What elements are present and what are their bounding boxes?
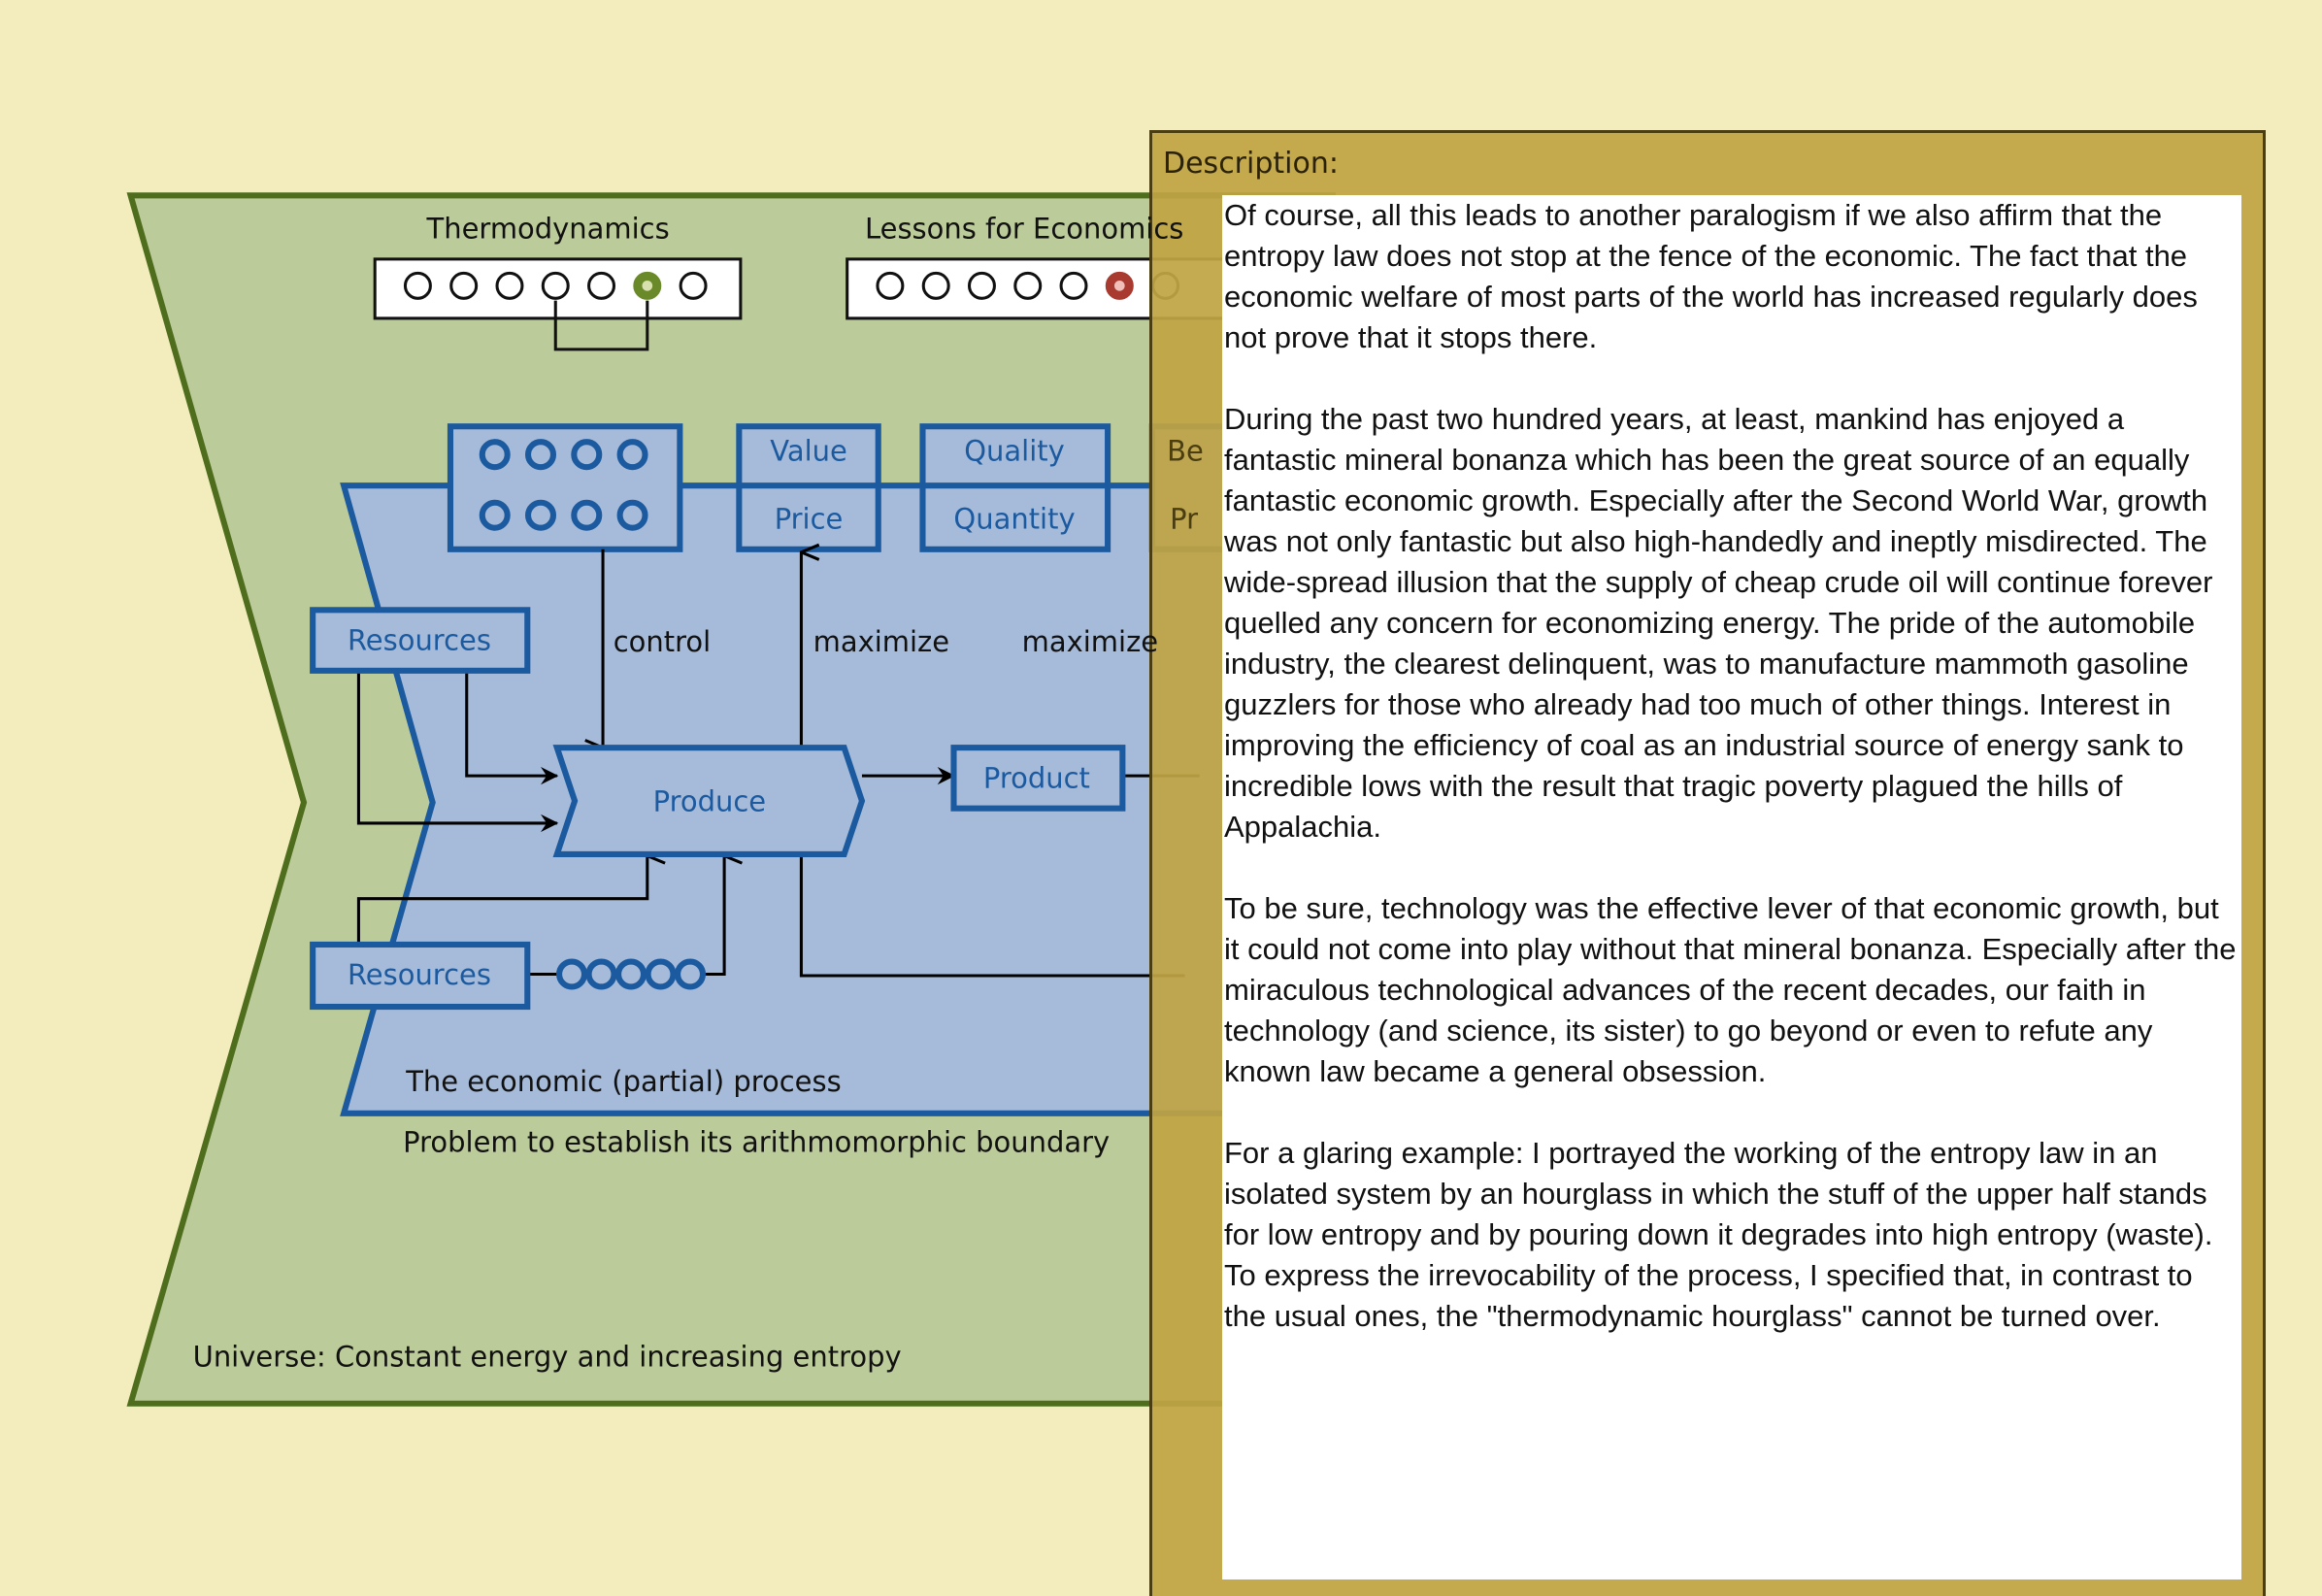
flow-dot — [556, 958, 588, 990]
state-dot[interactable] — [495, 271, 524, 300]
flow-dot — [585, 958, 617, 990]
connectors — [356, 549, 1200, 978]
resources-bottom-box[interactable]: Resources — [310, 941, 531, 1011]
state-dot[interactable] — [1013, 271, 1043, 300]
active-state-dot-center — [1113, 280, 1125, 291]
state-dot[interactable] — [449, 271, 479, 300]
process-label: The economic (partial) process — [405, 1065, 841, 1098]
description-title: Description: — [1163, 147, 1339, 181]
state-dot[interactable] — [876, 271, 905, 300]
paragraph: Of course, all this leads to another par… — [1224, 198, 2198, 354]
flow-dot — [615, 958, 647, 990]
flow-dot — [645, 958, 677, 990]
quality-quantity-box[interactable]: Quality Quantity — [919, 423, 1111, 552]
thermo-bracket — [553, 300, 649, 351]
state-dot[interactable] — [921, 271, 950, 300]
stock-dots — [479, 439, 648, 531]
stock-dot — [479, 499, 511, 531]
active-state-dot-center — [642, 280, 653, 291]
state-dot[interactable] — [541, 271, 570, 300]
product-box[interactable]: Product — [950, 745, 1126, 812]
resources-top-label: Resources — [348, 623, 491, 656]
stock-dot — [616, 499, 648, 531]
flow-dot — [675, 958, 707, 990]
control-label: control — [614, 625, 711, 658]
value-label: Value — [770, 434, 847, 467]
state-dot[interactable] — [1059, 271, 1088, 300]
thermodynamics-dots — [403, 271, 708, 300]
product-label: Product — [983, 761, 1090, 794]
quality-label: Quality — [964, 434, 1065, 467]
thermodynamics-label: Thermodynamics — [426, 213, 670, 246]
universe-label: Universe: Constant energy and increasing… — [193, 1341, 902, 1374]
boundary-label: Problem to establish its arithmomorphic … — [403, 1125, 1110, 1158]
stock-dot — [571, 499, 603, 531]
stock-dot — [524, 499, 557, 531]
paragraph: To be sure, technology was the effective… — [1224, 891, 2237, 1088]
resources-bottom-label: Resources — [348, 958, 491, 991]
state-dot[interactable] — [403, 271, 432, 300]
state-dot[interactable] — [967, 271, 996, 300]
produce-label: Produce — [653, 785, 766, 818]
stock-dot — [524, 439, 557, 471]
resources-top-box[interactable]: Resources — [310, 607, 531, 674]
stock-dot — [479, 439, 511, 471]
quantity-label: Quantity — [953, 502, 1075, 535]
stock-dot — [571, 439, 603, 471]
value-price-box[interactable]: Value Price — [736, 423, 881, 552]
stock-dot — [616, 439, 648, 471]
produce-node[interactable]: Produce — [552, 745, 866, 858]
description-text[interactable]: Of course, all this leads to another par… — [1222, 195, 2241, 1579]
state-dot[interactable] — [587, 271, 616, 300]
state-dot[interactable] — [679, 271, 708, 300]
description-panel: Description: Of course, all this leads t… — [1149, 130, 2266, 1596]
maximize-label: maximize — [813, 625, 949, 658]
chain-dots — [556, 958, 707, 990]
paragraph: For a glaring example: I portrayed the w… — [1224, 1136, 2213, 1333]
paragraph: During the past two hundred years, at le… — [1224, 402, 2213, 844]
price-label: Price — [775, 502, 844, 535]
